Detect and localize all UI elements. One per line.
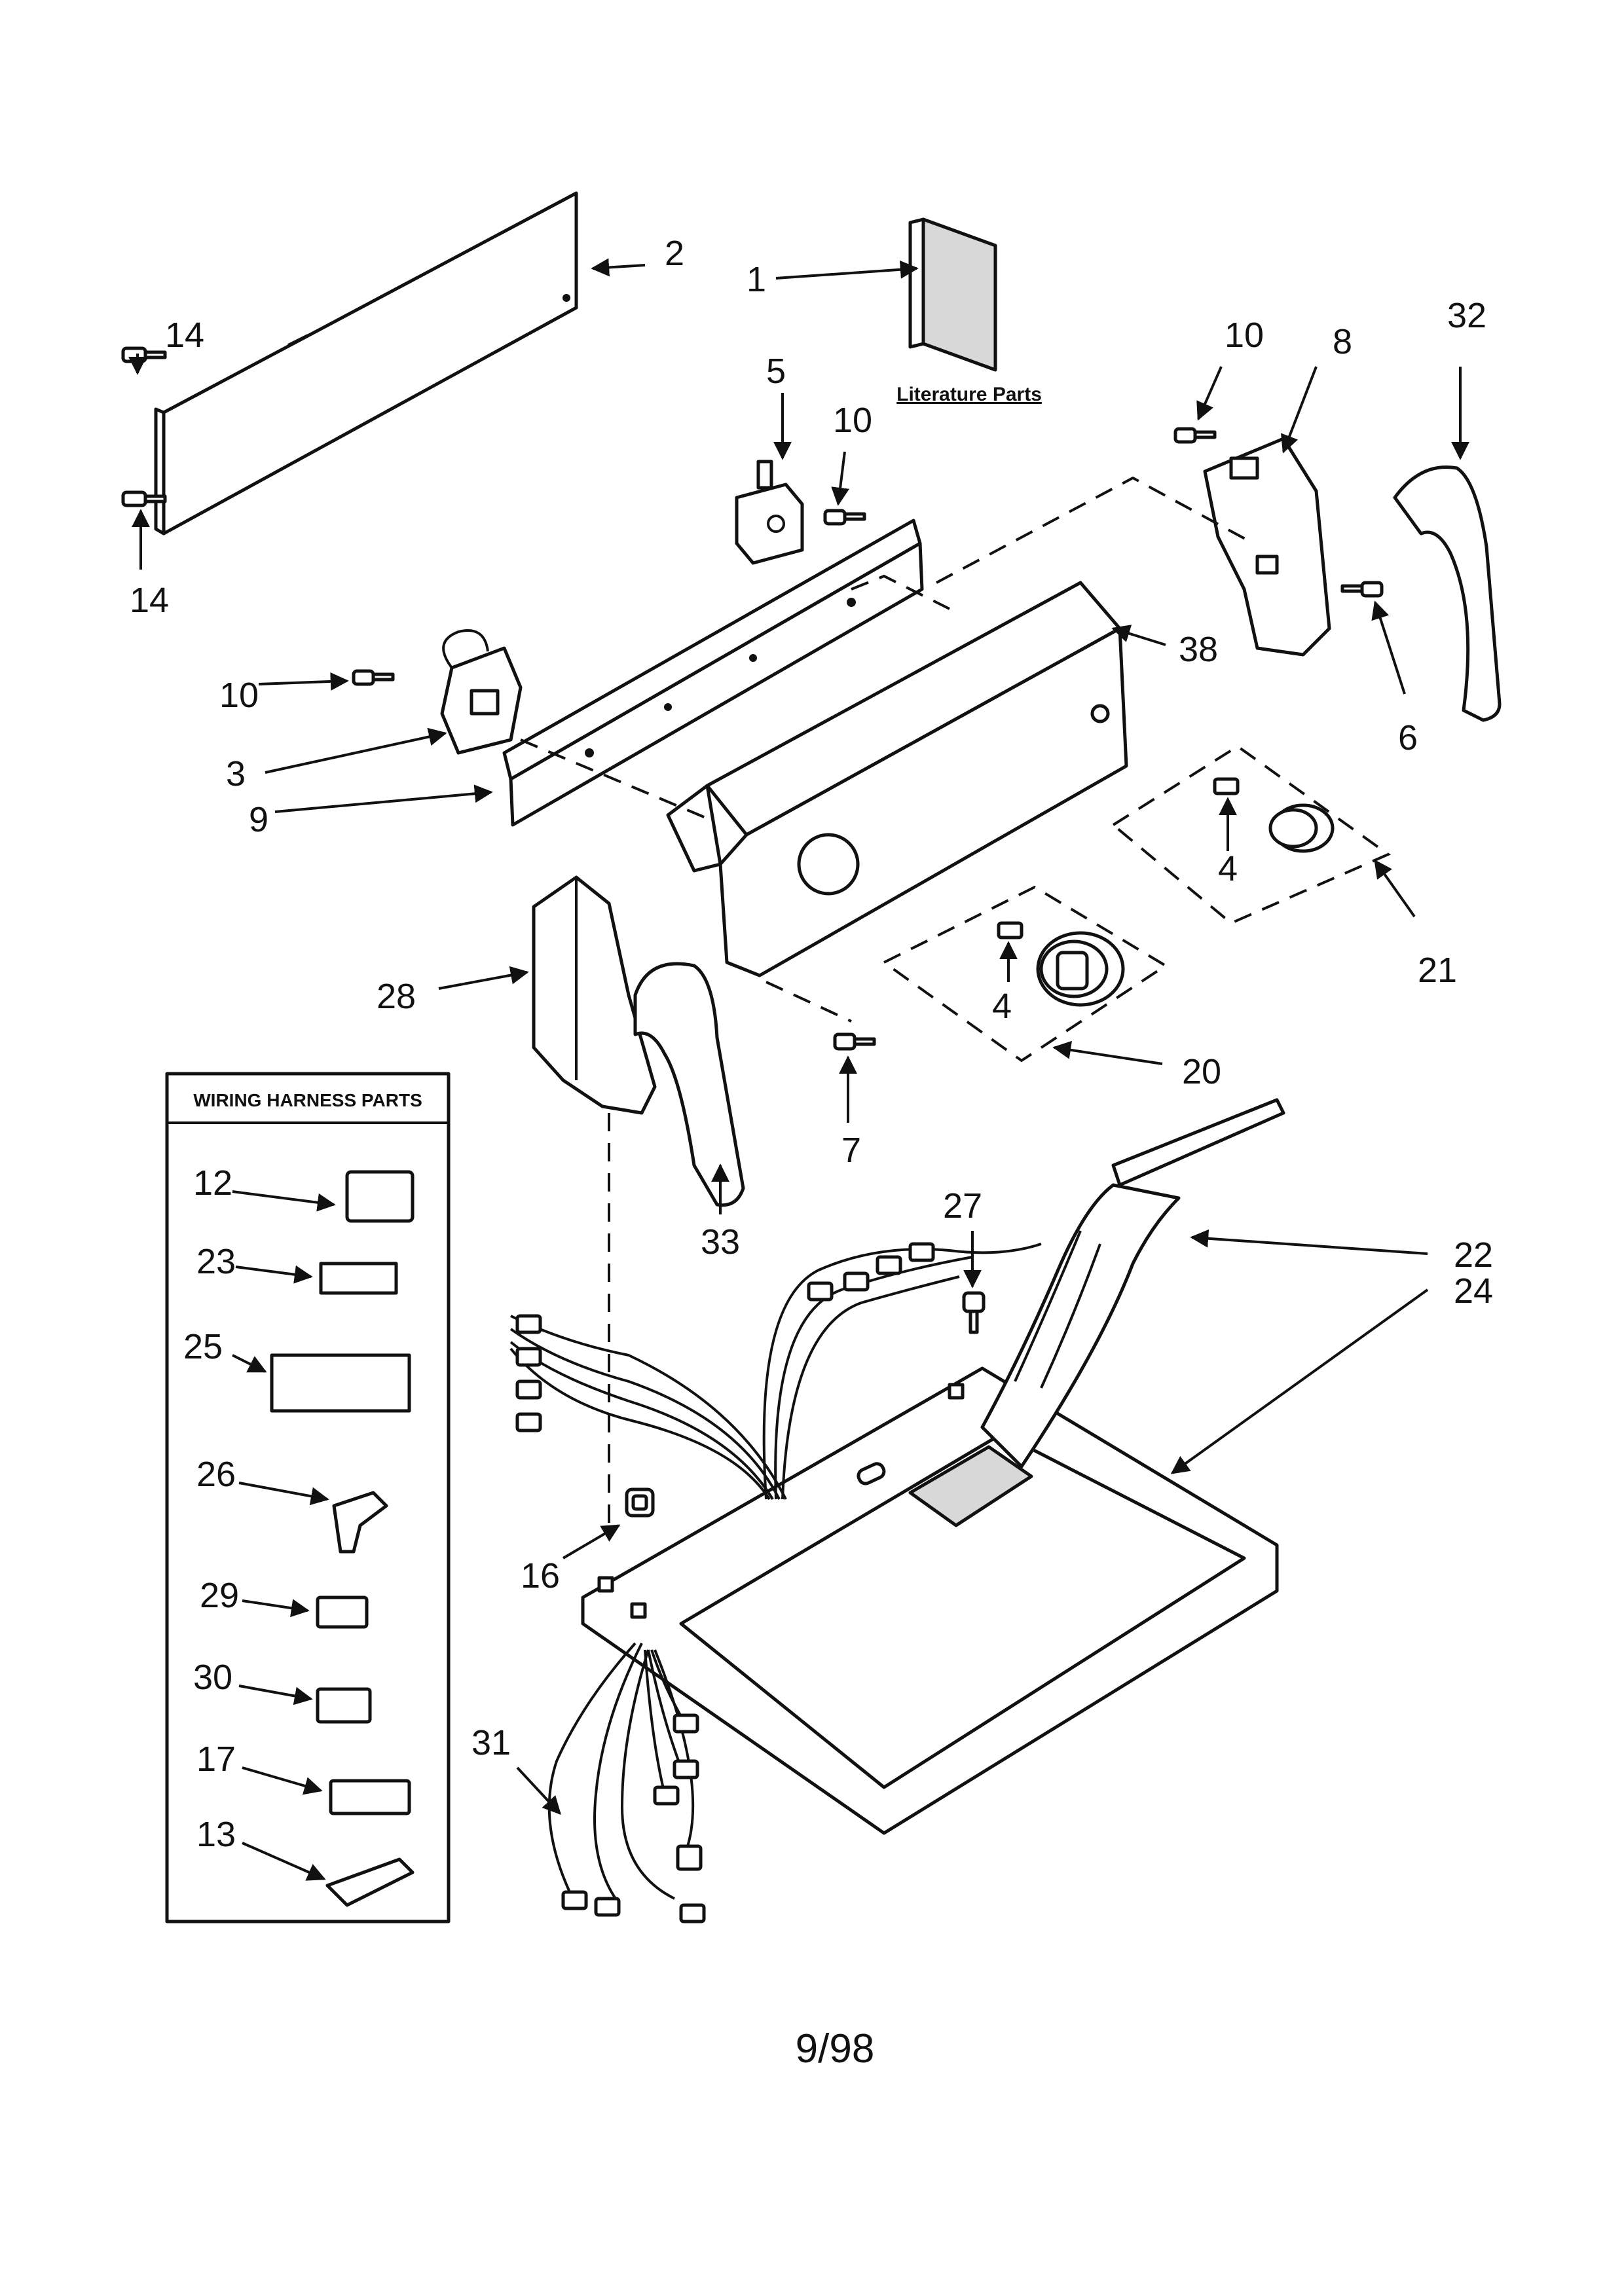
callout-23: 23 <box>196 1242 236 1281</box>
callout-27: 27 <box>943 1186 982 1226</box>
end-trim-left-part <box>633 962 745 1207</box>
push-button-knob-part <box>1268 803 1335 853</box>
callout-24: 24 <box>1454 1271 1493 1311</box>
timer-knob-part <box>1036 931 1125 1007</box>
callout-29: 29 <box>200 1576 239 1615</box>
screw-icon <box>962 1291 986 1334</box>
literature-book-part <box>908 217 997 372</box>
screw-icon <box>121 346 167 363</box>
screw-icon <box>833 1032 876 1051</box>
callout-25: 25 <box>183 1327 223 1366</box>
end-trim-right-part <box>1393 465 1502 722</box>
callout-13: 13 <box>196 1815 236 1854</box>
callout-10-center: 10 <box>833 401 872 440</box>
callout-14-top: 14 <box>165 316 204 355</box>
callout-3: 3 <box>226 754 246 793</box>
callout-33: 33 <box>701 1222 740 1262</box>
screw-icon <box>1173 427 1217 444</box>
screw-icon <box>1340 581 1384 598</box>
callout-16: 16 <box>521 1556 560 1595</box>
callout-6: 6 <box>1398 718 1418 757</box>
callout-30: 30 <box>193 1658 232 1697</box>
callout-21: 21 <box>1418 951 1457 990</box>
callout-12: 12 <box>193 1163 232 1203</box>
callout-32: 32 <box>1447 296 1486 335</box>
callout-14-bottom: 14 <box>130 581 169 620</box>
date-code: 9/98 <box>796 2026 875 2071</box>
callout-9: 9 <box>249 800 268 839</box>
callout-38: 38 <box>1179 630 1218 669</box>
switch-part <box>735 460 804 565</box>
wiring-box-title: WIRING HARNESS PARTS <box>193 1090 422 1110</box>
callout-4-right: 4 <box>1218 849 1238 888</box>
upper-wiring-harness <box>509 1242 1042 1501</box>
callout-20: 20 <box>1182 1052 1221 1091</box>
callout-22: 22 <box>1454 1235 1493 1275</box>
control-bracket-part <box>502 519 924 827</box>
assembly-guide-lines <box>520 476 1392 1532</box>
console-part <box>666 581 1128 977</box>
knob-clip-part <box>997 921 1024 939</box>
literature-parts-label: Literature Parts <box>896 384 1042 405</box>
callout-10-left: 10 <box>219 676 259 715</box>
screw-icon <box>823 509 866 526</box>
console-end-cap-right-part <box>1203 437 1331 657</box>
callout-5: 5 <box>766 352 786 391</box>
callout-2: 2 <box>665 234 684 273</box>
callout-leader-lines <box>128 258 1469 1881</box>
screw-icon <box>121 490 167 507</box>
callout-28: 28 <box>377 977 416 1016</box>
main-top-part <box>581 1366 1279 1835</box>
callout-numbers: 2 1 14 14 5 10 10 8 32 6 38 10 3 9 4 21 … <box>130 234 1493 1854</box>
callout-7: 7 <box>841 1131 861 1170</box>
rear-panel-part <box>154 191 578 536</box>
callout-4-left: 4 <box>992 987 1012 1026</box>
knob-clip-part <box>1213 777 1240 795</box>
callout-17: 17 <box>196 1740 236 1779</box>
callout-8: 8 <box>1333 322 1352 361</box>
lower-wiring-harness <box>547 1642 706 1923</box>
lint-duct-part <box>980 1098 1285 1468</box>
wiring-harness-parts-box: WIRING HARNESS PARTS <box>165 1072 451 1923</box>
callout-31: 31 <box>471 1723 511 1762</box>
callout-10-right: 10 <box>1225 316 1264 355</box>
grommet-part <box>625 1487 655 1518</box>
timer-part <box>440 629 523 755</box>
callout-26: 26 <box>196 1455 236 1494</box>
screw-icon <box>352 669 395 686</box>
console-end-cap-left-part <box>532 875 657 1115</box>
callout-1: 1 <box>747 260 766 299</box>
